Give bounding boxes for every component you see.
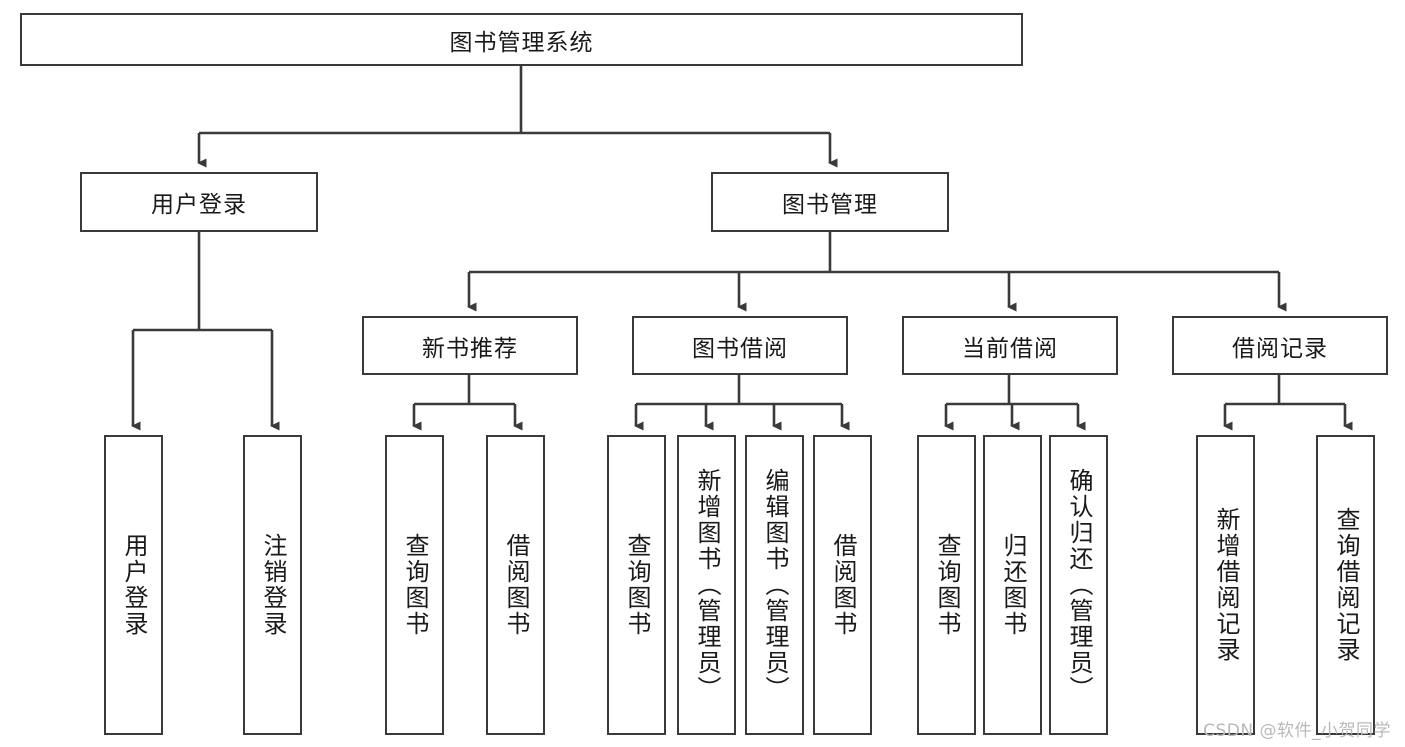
node-new-book-recommend[interactable]: 新书推荐 xyxy=(362,316,578,375)
node-label: 查询图书 xyxy=(400,533,429,637)
node-label: 注销登录 xyxy=(258,533,287,637)
leaf-confirm-return-admin[interactable]: 确认归还（管理员） xyxy=(1049,435,1108,735)
node-book-management[interactable]: 图书管理 xyxy=(711,172,949,232)
node-label: 当前借阅 xyxy=(962,335,1058,362)
node-root-system[interactable]: 图书管理系统 xyxy=(20,13,1023,66)
node-label: 确认归还（管理员） xyxy=(1064,468,1093,702)
leaf-user-login[interactable]: 用户登录 xyxy=(104,435,163,735)
node-label: 新增借阅记录 xyxy=(1211,507,1240,663)
node-label: 用户登录 xyxy=(151,192,247,218)
leaf-query-borrow-record[interactable]: 查询借阅记录 xyxy=(1316,435,1375,735)
node-user-login[interactable]: 用户登录 xyxy=(80,172,318,232)
node-label: 图书管理 xyxy=(782,192,878,218)
leaf-return-book[interactable]: 归还图书 xyxy=(983,435,1042,735)
node-label: 借阅图书 xyxy=(501,533,530,637)
node-book-borrow[interactable]: 图书借阅 xyxy=(632,316,848,375)
node-label: 查询借阅记录 xyxy=(1331,507,1360,663)
node-current-borrow[interactable]: 当前借阅 xyxy=(902,316,1118,375)
leaf-query-book-newbook[interactable]: 查询图书 xyxy=(385,435,444,735)
leaf-query-book-current[interactable]: 查询图书 xyxy=(917,435,976,735)
leaf-borrow-book-newbook[interactable]: 借阅图书 xyxy=(486,435,545,735)
node-label: 图书借阅 xyxy=(692,335,788,362)
node-label: 编辑图书（管理员） xyxy=(760,468,789,702)
node-label: 新书推荐 xyxy=(422,335,518,362)
node-label: 归还图书 xyxy=(998,533,1027,637)
node-label: 图书管理系统 xyxy=(449,29,594,56)
node-label: 新增图书（管理员） xyxy=(692,468,721,702)
node-label: 查询图书 xyxy=(622,533,651,637)
node-label: 用户登录 xyxy=(119,533,148,637)
node-borrow-record[interactable]: 借阅记录 xyxy=(1172,316,1388,375)
leaf-borrow-book[interactable]: 借阅图书 xyxy=(813,435,872,735)
leaf-add-borrow-record[interactable]: 新增借阅记录 xyxy=(1196,435,1255,735)
node-label: 查询图书 xyxy=(932,533,961,637)
node-label: 借阅图书 xyxy=(828,533,857,637)
leaf-logout[interactable]: 注销登录 xyxy=(243,435,302,735)
leaf-query-book-borrow[interactable]: 查询图书 xyxy=(607,435,666,735)
leaf-edit-book-admin[interactable]: 编辑图书（管理员） xyxy=(745,435,804,735)
leaf-add-book-admin[interactable]: 新增图书（管理员） xyxy=(677,435,736,735)
node-label: 借阅记录 xyxy=(1232,335,1328,362)
